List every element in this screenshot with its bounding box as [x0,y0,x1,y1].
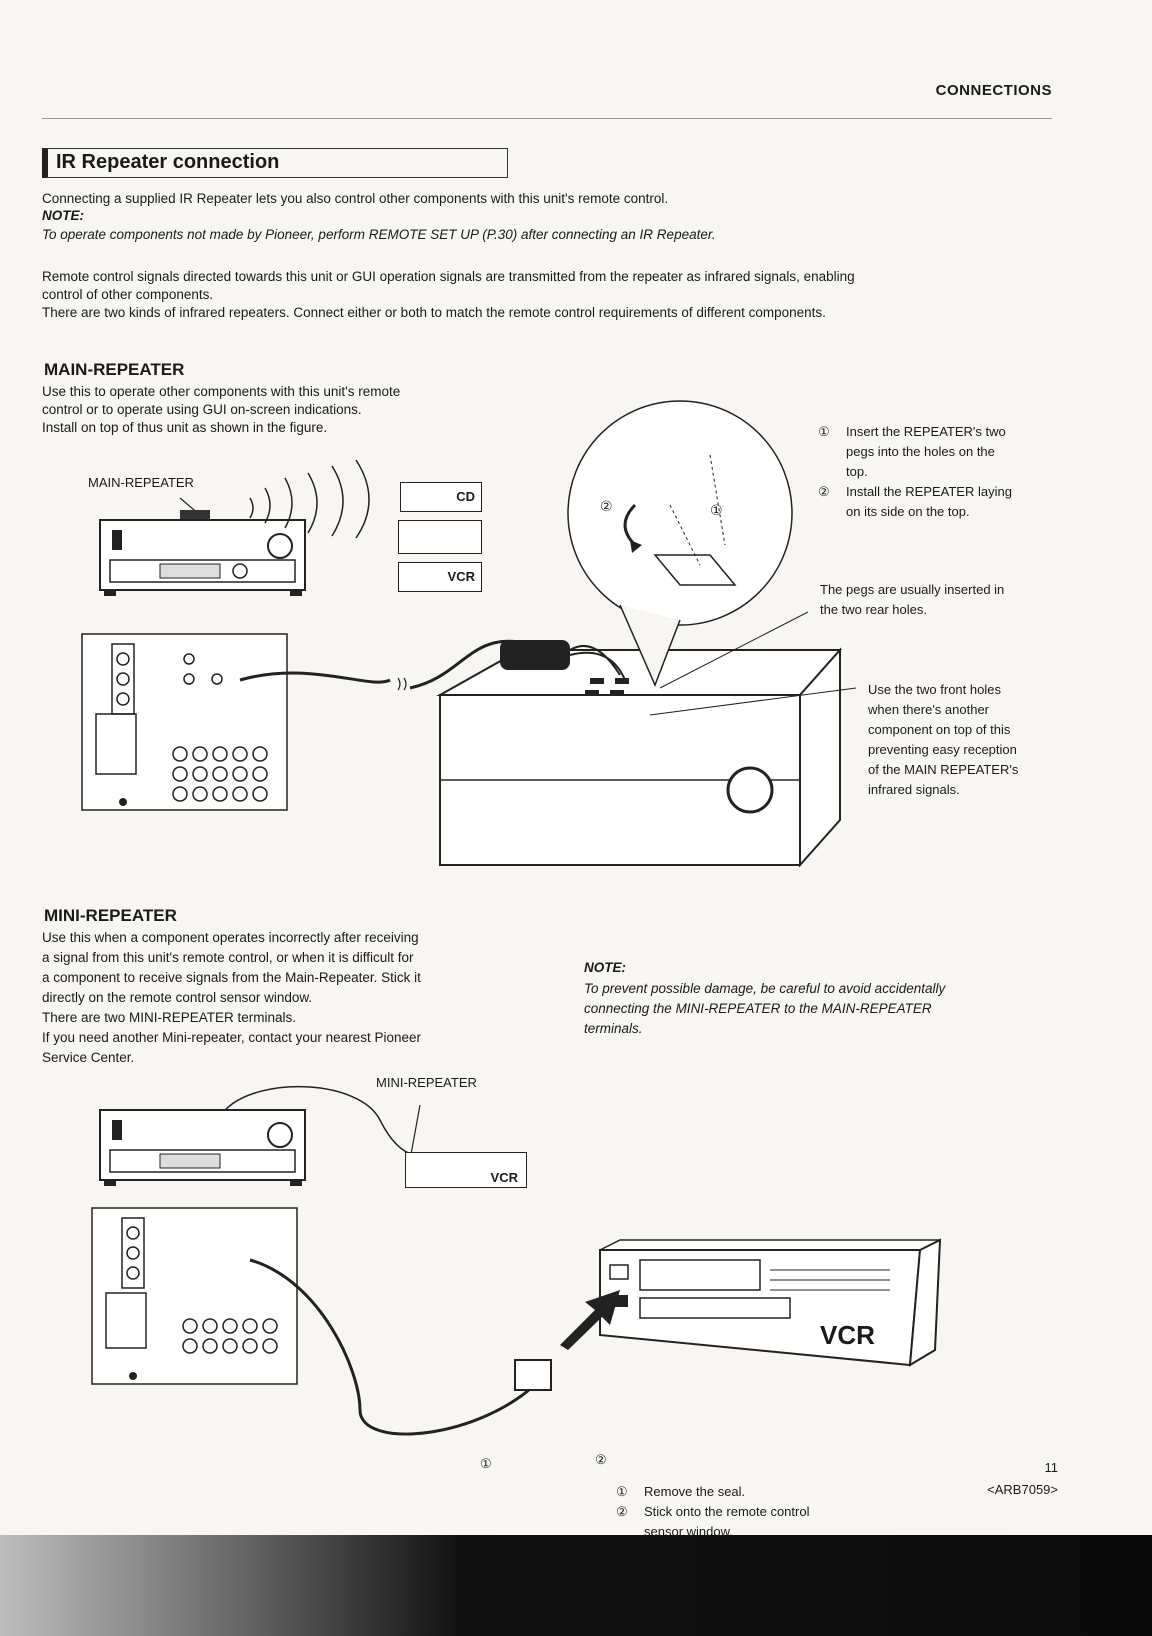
receiver-front-illustration [99,497,306,596]
receiver-top-illustration [436,640,843,868]
mini-note-line-3: terminals. [584,1021,643,1036]
vcr-brand-label: VCR [820,1320,875,1350]
mini-diagram-step-1-marker: ① [480,1456,492,1471]
pegs-note-line-1: The pegs are usually inserted in [820,582,1005,597]
mini-step-1-number: ① [616,1484,628,1499]
main-step-1-number: ① [818,424,830,439]
section-header: CONNECTIONS [935,82,1052,99]
vcr-label: VCR [447,569,475,584]
front-holes-line-3: component on top of this [868,722,1011,737]
cd-label: CD [456,489,475,504]
page-number: 11 [1044,1460,1059,1475]
main-step-1-line-1: Insert the REPEATER's two [846,424,1006,439]
vcr-perspective-illustration [599,1238,942,1367]
mini-repeater-desc-1: Use this when a component operates incor… [42,930,419,945]
main-step-1-line-2: pegs into the holes on the [846,444,995,459]
main-step-1-line-3: top. [846,464,868,479]
main-repeater-desc-1: Use this to operate other components wit… [42,384,401,399]
mini-repeater-heading: MINI-REPEATER [44,906,177,925]
rear-panel-illustration [81,633,288,811]
apply-direction-arrow [560,1290,620,1350]
mini-step-2-line-1: Stick onto the remote control [644,1504,810,1519]
magnified-detail-circle: ② ① [567,400,793,687]
page-title: IR Repeater connection [42,148,508,178]
circle-step-2-marker: ② [600,499,613,515]
front-holes-line-4: preventing easy reception [868,742,1017,757]
mini-repeater-desc-7: Service Center. [42,1050,135,1065]
mini-receiver-front-illustration [99,1085,421,1186]
main-step-2-line-1: Install the REPEATER laying [846,484,1012,499]
mini-repeater-cable [249,1258,552,1436]
circle-step-1-marker: ① [710,503,723,519]
mini-vcr-icon: VCR [405,1152,527,1188]
main-repeater-heading: MAIN-REPEATER [44,360,185,379]
main-step-2-number: ② [818,484,830,499]
mini-repeater-desc-2: a signal from this unit's remote control… [42,950,414,965]
scan-edge-shadow [0,1535,1152,1636]
mini-note-label: NOTE: [584,960,626,975]
document-code: <ARB7059> [987,1482,1058,1497]
front-holes-line-5: of the MAIN REPEATER's [868,762,1019,777]
intro-note-label: NOTE: [42,208,84,223]
intro-line: Connecting a supplied IR Repeater lets y… [42,191,669,206]
infrared-signal-waves [249,459,370,539]
mini-note-line-2: connecting the MINI-REPEATER to the MAIN… [584,1001,932,1016]
mini-repeater-desc-5: There are two MINI-REPEATER terminals. [42,1010,297,1025]
tape-deck-icon [398,520,482,554]
main-repeater-desc-2: control or to operate using GUI on-scree… [42,402,362,417]
mini-rear-panel-illustration [91,1207,298,1385]
mini-step-1-text: Remove the seal. [644,1484,746,1499]
main-repeater-desc-3: Install on top of thus unit as shown in … [42,420,328,435]
mini-repeater-desc-3: a component to receive signals from the … [42,970,421,985]
cd-player-icon: CD [400,482,482,512]
front-holes-line-2: when there's another [868,702,990,717]
mini-note-line-1: To prevent possible damage, be careful t… [584,981,946,996]
main-step-2-line-2: on its side on the top. [846,504,970,519]
main-repeater-figure-label: MAIN-REPEATER [88,475,194,490]
header-divider [42,118,1052,119]
mini-step-2-number: ② [616,1504,628,1519]
mini-vcr-label: VCR [490,1170,518,1185]
intro-note-text: To operate components not made by Pionee… [42,227,716,242]
intro-paragraph-3: There are two kinds of infrared repeater… [42,305,826,320]
intro-paragraph-2b: control of other components. [42,287,214,302]
front-holes-line-1: Use the two front holes [868,682,1001,697]
mini-diagram-step-2-marker: ② [595,1452,607,1467]
vcr-device-icon: VCR [398,562,482,592]
mini-repeater-desc-6: If you need another Mini-repeater, conta… [42,1030,421,1045]
pegs-note-line-2: the two rear holes. [820,602,927,617]
intro-paragraph-2a: Remote control signals directed towards … [42,269,855,284]
front-holes-line-6: infrared signals. [868,782,960,797]
mini-repeater-desc-4: directly on the remote control sensor wi… [42,990,313,1005]
mini-repeater-figure-label: MINI-REPEATER [376,1075,477,1090]
